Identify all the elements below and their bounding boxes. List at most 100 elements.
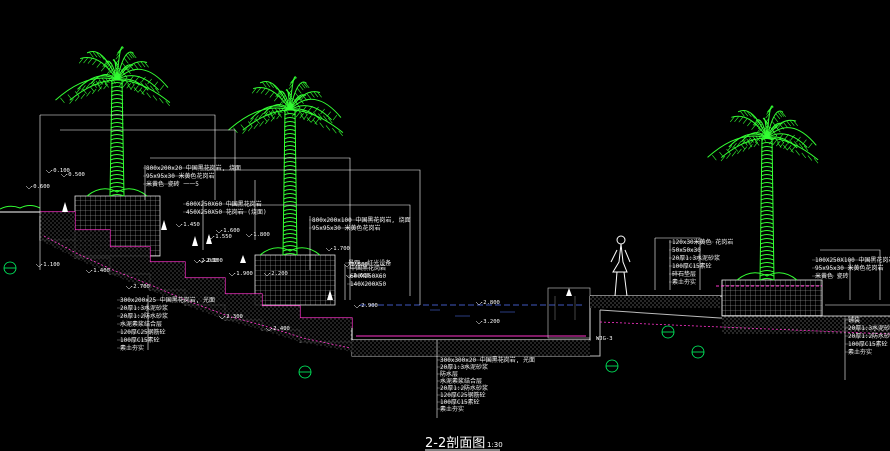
note-line: 铺装 [848,316,860,324]
note-line: 120x30米黄色 花岗岩 [672,238,733,246]
note-line: 120厚C25钢筋砼 [120,328,166,336]
palm-trees [55,46,819,281]
elevation-label: -1.900 [233,271,253,277]
note-line: 800x200x100 中国黑花岗岩, 烧面 [312,216,411,224]
elevation-marker-icon [265,327,273,332]
elevation-marker-icon [475,320,483,325]
note-line: 素土夯实 [440,405,464,413]
elevation-marker-icon [228,272,236,277]
note-line: 600X250X60 中国黑花岗岩 [186,200,262,208]
elevation-marker-icon [218,315,226,320]
terraced-planters [0,195,823,352]
note-line: 95x95x30 米黄色花岗岩 [146,172,215,180]
note-line: 碎石垫层 [672,270,696,278]
note-line: 300x300x20 中国黑花岗岩, 光面 [440,356,535,364]
elevation-label: -2.400 [270,326,290,332]
elevation-marker-icon [193,259,201,264]
note-line: 100厚C15素砼 [120,336,160,344]
right-paving [566,280,890,335]
note-line: 100厚C15素砼 [848,340,888,348]
elevation-marker-icon [343,263,351,268]
elevation-marker-icon [475,301,483,306]
note-line: 防水层 [440,370,458,378]
pool-basin [351,287,601,357]
elevation-label: -0.500 [65,172,85,178]
elevation-label: -1.700 [330,246,350,252]
elevation-label: -2.700 [130,284,150,290]
elevation-label: -1.600 [220,228,240,234]
note-line: 100厚C15素砼 [440,398,480,406]
elevation-label: -1.450 [180,222,200,228]
elevation-label: -2.800 [480,300,500,306]
leader-frames [39,114,890,306]
note-line: 米黄色 瓷砖 一一5 [146,180,199,188]
elevation-marker-icon [325,247,333,252]
note-line: 95x95x30 米黄色花岗岩 [312,224,381,232]
note-line: 中国黑花岗岩 [350,264,386,272]
note-line: 景观, 灯光设备 [348,259,391,267]
note-line: 素土夯实 [848,348,872,356]
elevation-marker-icon [85,269,93,274]
elevation-marker-icon [215,229,223,234]
note-line: 95x95x30 米黄色花岗岩 [815,264,884,272]
note-pool-bottom: 300x300x20 中国黑花岗岩, 光面20厚1:3水泥砂浆防水层水泥素浆结合… [437,356,535,413]
elevation-marker-icon [207,235,215,240]
note-line: 600X250X60 [350,273,387,280]
note-line: 120厚C25钢筋砼 [440,391,486,399]
note-line: 100X250X100 中国黑花岗岩 [815,256,890,264]
palm-tree-icon [228,76,344,256]
elevation-marker-icon [125,285,133,290]
note-line: 20厚1:2防水砂浆 [120,312,168,320]
note-line: 素土夯实 [672,278,696,286]
human-figure-icon [610,235,631,297]
elevation-label: -2.100 [203,258,223,264]
note-line: 水泥素浆结合层 [440,377,482,385]
note-right-paving: 120x30米黄色 花岗岩50x50x3020厚1:3水泥砂浆100厚C15素砼… [669,238,733,286]
leader-lines [144,165,851,418]
note-lamp-note: 景观, 灯光设备 [345,259,391,267]
note-line: 20厚1:2防水砂浆 [440,384,488,392]
note-line: 20厚1:3水泥砂浆 [848,324,890,332]
elevation-label: -2.900 [358,303,378,309]
note-line: 300x200x25 中国黑花岗岩, 光面 [120,296,215,304]
elevation-marker-icon [25,185,33,190]
elevation-label: -1.100 [40,262,60,268]
elevation-marker-icon [45,169,53,174]
note-line: 450X250X50 花岗岩 (烧面) [186,208,267,216]
drawing-title: 2-2剖面图 [425,436,485,451]
elevation-label: -2.000 [198,258,218,264]
detail-tag: WJG-3 [596,336,613,342]
note-line: 米黄色 瓷砖 [815,272,849,280]
elevation-label: -1.400 [90,268,110,274]
elevation-marker-icon [245,233,253,238]
note-line: 20厚1:3水泥砂浆 [120,304,168,312]
elevation-marker-icon [263,272,271,277]
note-line: 800x200x20 中国黑花岗岩, 烧面 [146,164,241,172]
elevation-label: -2.300 [223,314,243,320]
elevation-marker-icon [35,263,43,268]
elevation-marker-icon [60,173,68,178]
note-line: 20厚1:3水泥砂浆 [440,363,488,371]
note-line: 20厚1:2防水砂浆 [848,332,890,340]
note-line: 100厚C15素砼 [672,262,712,270]
elevation-label: -1.800 [250,232,270,238]
note-left-stack: 300x200x25 中国黑花岗岩, 光面20厚1:3水泥砂浆20厚1:2防水砂… [117,296,215,352]
section-marker-icon [3,261,705,379]
elevation-marker-icon [175,223,183,228]
note-line: 20厚1:3水泥砂浆 [672,254,720,262]
elevation-label: -0.600 [30,184,50,190]
note-line: 素土夯实 [120,344,144,352]
note-line: 50x50x30 [672,247,701,254]
elevation-label: -2.500 [348,262,368,268]
elevation-label: -1.550 [212,234,232,240]
drawing-scale: 1:30 [487,441,503,449]
elevation-marker-icon [198,259,206,264]
